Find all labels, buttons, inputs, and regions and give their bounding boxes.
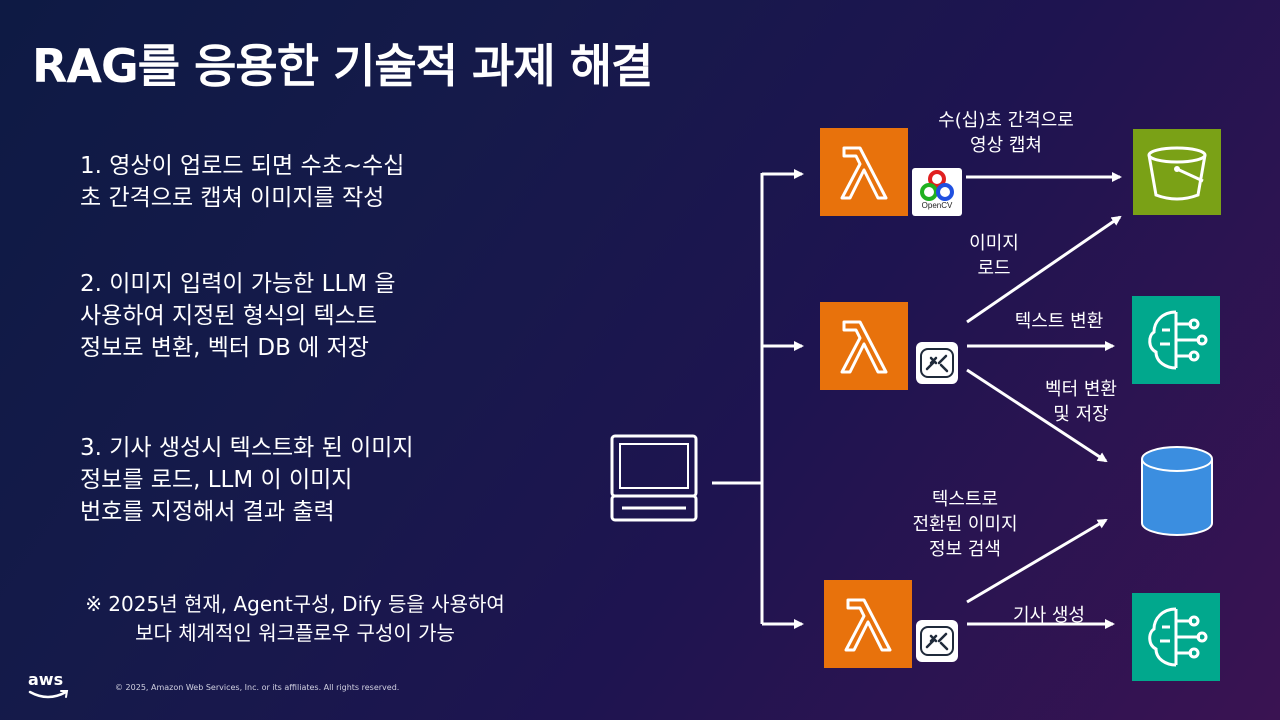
- bedrock-brain-icon: [1132, 593, 1220, 681]
- lambda-icon: [820, 302, 908, 390]
- s3-bucket-icon: [1133, 129, 1221, 215]
- label-text-convert: 텍스트 변환: [1014, 311, 1104, 332]
- label-vector-store: 벡터 변환 및 저장: [1045, 379, 1117, 425]
- label-capture: 수(십)초 간격으로 영상 캡쳐: [938, 110, 1074, 156]
- opencv-icon: OpenCV: [912, 168, 962, 216]
- aws-smile-icon: [28, 690, 69, 699]
- aws-logo: aws: [28, 672, 70, 702]
- label-article: 기사 생성: [1013, 605, 1085, 626]
- computer-icon: [608, 432, 700, 524]
- step-2: 2. 이미지 입력이 가능한 LLM 을 사용하여 지정된 형식의 텍스트 정보…: [80, 271, 396, 361]
- step-3: 3. 기사 생성시 텍스트화 된 이미지 정보를 로드, LLM 이 이미지 번…: [80, 435, 414, 525]
- opencv-label: OpenCV: [921, 201, 953, 210]
- page-title: RAG를 응용한 기술적 과제 해결: [32, 39, 653, 93]
- bedrock-brain-icon: [1132, 296, 1220, 384]
- lambda-icon: [820, 128, 908, 216]
- lambda-icon: [824, 580, 912, 668]
- plug-icon: [916, 342, 958, 384]
- arrow-search: [966, 518, 1108, 604]
- copyright: © 2025, Amazon Web Services, Inc. or its…: [115, 683, 400, 692]
- database-icon: [1141, 446, 1213, 536]
- arrow-load-to-s3: [966, 215, 1122, 324]
- step-1: 1. 영상이 업로드 되면 수초~수십 초 간격으로 캡쳐 이미지를 작성: [80, 153, 405, 211]
- plug-icon: [916, 620, 958, 662]
- arrow-vector-store: [966, 368, 1108, 463]
- label-image-load: 이미지 로드: [969, 233, 1019, 279]
- label-search: 텍스트로 전환된 이미지 정보 검색: [912, 489, 1018, 560]
- footnote: ※ 2025년 현재, Agent구성, Dify 등을 사용하여 보다 체계적…: [85, 592, 505, 645]
